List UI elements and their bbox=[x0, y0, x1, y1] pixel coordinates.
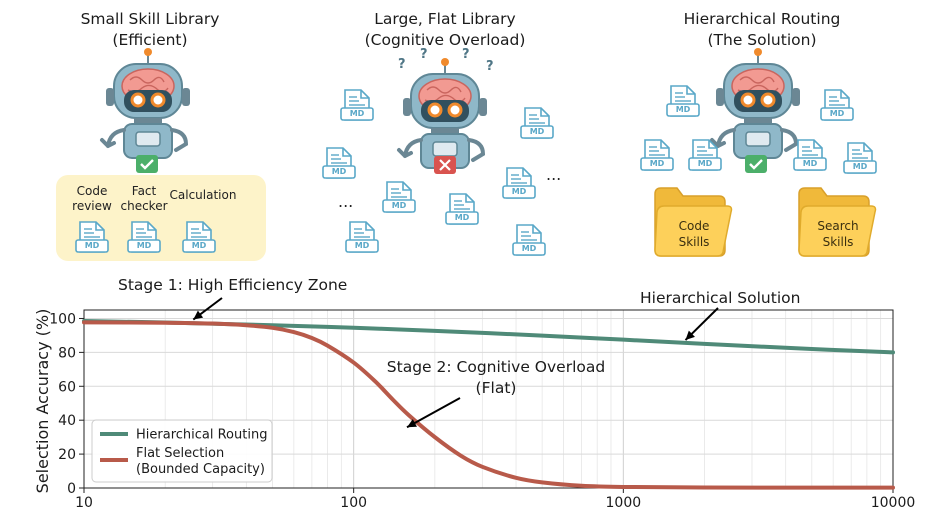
md-label: MD bbox=[830, 109, 845, 118]
x-tick-label: 1000 bbox=[606, 495, 642, 511]
doc-fact-checker: Fact checker MD bbox=[120, 184, 168, 253]
md-label: MD bbox=[455, 213, 470, 222]
annotations: Stage 1: High Efficiency ZoneHierarchica… bbox=[118, 276, 800, 429]
md-label: MD bbox=[192, 241, 207, 250]
folder-label-line1: Search bbox=[817, 219, 858, 233]
series-line-flat bbox=[82, 320, 895, 490]
doc-label-line1: Calculation bbox=[170, 188, 237, 202]
panel-small-library: Small Skill Library (Efficient) Code rev… bbox=[56, 10, 266, 261]
question-marks: ? ? ? ? bbox=[398, 47, 494, 74]
check-badge-icon bbox=[745, 155, 767, 173]
question-mark: ? bbox=[462, 47, 470, 62]
series-layer bbox=[82, 319, 895, 490]
legend-box bbox=[91, 419, 273, 483]
panel-title-line2: (The Solution) bbox=[708, 31, 817, 49]
annotation-arrowhead bbox=[193, 310, 204, 320]
panel-title-line1: Hierarchical Routing bbox=[684, 10, 841, 28]
md-label: MD bbox=[355, 241, 370, 250]
legend-label-flat: Flat Selection bbox=[136, 446, 224, 461]
md-label: MD bbox=[137, 241, 152, 250]
y-tick-label: 0 bbox=[67, 481, 76, 497]
robot-icon bbox=[100, 46, 192, 160]
question-mark: ? bbox=[420, 47, 428, 62]
annotation-stage-1: Stage 1: High Efficiency Zone bbox=[118, 276, 347, 294]
y-tick-label: 60 bbox=[58, 379, 76, 395]
md-label: MD bbox=[853, 162, 868, 171]
scattered-docs: MD MD MD MD MD MD MD MD bbox=[322, 89, 554, 256]
md-label: MD bbox=[530, 127, 545, 136]
question-mark: ? bbox=[486, 59, 494, 74]
panel-hierarchical: Hierarchical Routing (The Solution) MD M… bbox=[640, 10, 877, 257]
series-line-hierarchical bbox=[82, 319, 895, 355]
x-tick-label: 100 bbox=[340, 495, 367, 511]
annotation-stage-2-line2: (Flat) bbox=[476, 379, 517, 397]
md-label: MD bbox=[650, 159, 665, 168]
y-tick-label: 100 bbox=[49, 311, 76, 327]
cross-badge-icon bbox=[434, 156, 456, 174]
panel-title-line2: (Efficient) bbox=[112, 31, 187, 49]
accuracy-chart: 10 100 1000 10000 0 20 40 60 80 100 Selection Acc… bbox=[33, 276, 915, 511]
robot-icon bbox=[710, 46, 802, 160]
md-label: MD bbox=[332, 167, 347, 176]
axis-ticks: 10 100 1000 10000 0 20 40 60 80 100 bbox=[49, 311, 915, 511]
annotation-arrow-shaft bbox=[406, 397, 461, 429]
panel-title-line2: (Cognitive Overload) bbox=[365, 31, 526, 49]
doc-label-line2: review bbox=[72, 199, 112, 213]
annotation-hierarchical-solution: Hierarchical Solution bbox=[640, 289, 800, 307]
md-label: MD bbox=[698, 159, 713, 168]
md-label: MD bbox=[350, 109, 365, 118]
legend-label-hierarchical: Hierarchical Routing bbox=[136, 428, 267, 443]
confused-robot-icon bbox=[397, 56, 489, 170]
x-tick-label: 10 bbox=[75, 495, 93, 511]
panel-title-line1: Large, Flat Library bbox=[374, 10, 515, 28]
y-tick-label: 80 bbox=[58, 345, 76, 361]
plot-frame bbox=[83, 309, 894, 489]
md-label: MD bbox=[392, 201, 407, 210]
y-axis-label: Selection Accuracy (%) bbox=[33, 309, 52, 494]
folder-label-line1: Code bbox=[679, 219, 710, 233]
doc-calculation: Calculation MD bbox=[170, 188, 237, 253]
hierarchy-docs: MD MD MD MD MD MD bbox=[640, 85, 877, 174]
question-mark: ? bbox=[398, 57, 406, 72]
panel-flat-library: Large, Flat Library (Cognitive Overload)… bbox=[322, 10, 561, 256]
folder-label-line2: Skills bbox=[679, 235, 710, 249]
doc-label-line1: Fact bbox=[132, 184, 157, 198]
panel-title-line1: Small Skill Library bbox=[81, 10, 220, 28]
md-label: MD bbox=[85, 241, 100, 250]
check-badge-icon bbox=[136, 155, 158, 173]
ellipsis: ... bbox=[546, 165, 561, 184]
md-label: MD bbox=[512, 187, 527, 196]
annotation-stage-2: Stage 2: Cognitive Overload bbox=[387, 358, 605, 376]
annotation-arrowhead bbox=[685, 330, 695, 341]
folder-search-skills: Search Skills bbox=[798, 187, 877, 257]
annotation-arrowhead bbox=[406, 419, 417, 428]
md-label: MD bbox=[676, 105, 691, 114]
doc-label-line2: checker bbox=[120, 199, 167, 213]
doc-code-review: Code review MD bbox=[72, 184, 112, 253]
y-tick-label: 20 bbox=[58, 447, 76, 463]
x-tick-label: 10000 bbox=[871, 495, 916, 511]
doc-label-line1: Code bbox=[77, 184, 108, 198]
md-label: MD bbox=[522, 244, 537, 253]
legend-label-flat-line2: (Bounded Capacity) bbox=[136, 462, 265, 477]
y-tick-label: 40 bbox=[58, 413, 76, 429]
folder-label-line2: Skills bbox=[823, 235, 854, 249]
ellipsis: ... bbox=[338, 192, 353, 211]
folder-code-skills: Code Skills bbox=[654, 187, 733, 257]
md-label: MD bbox=[803, 159, 818, 168]
